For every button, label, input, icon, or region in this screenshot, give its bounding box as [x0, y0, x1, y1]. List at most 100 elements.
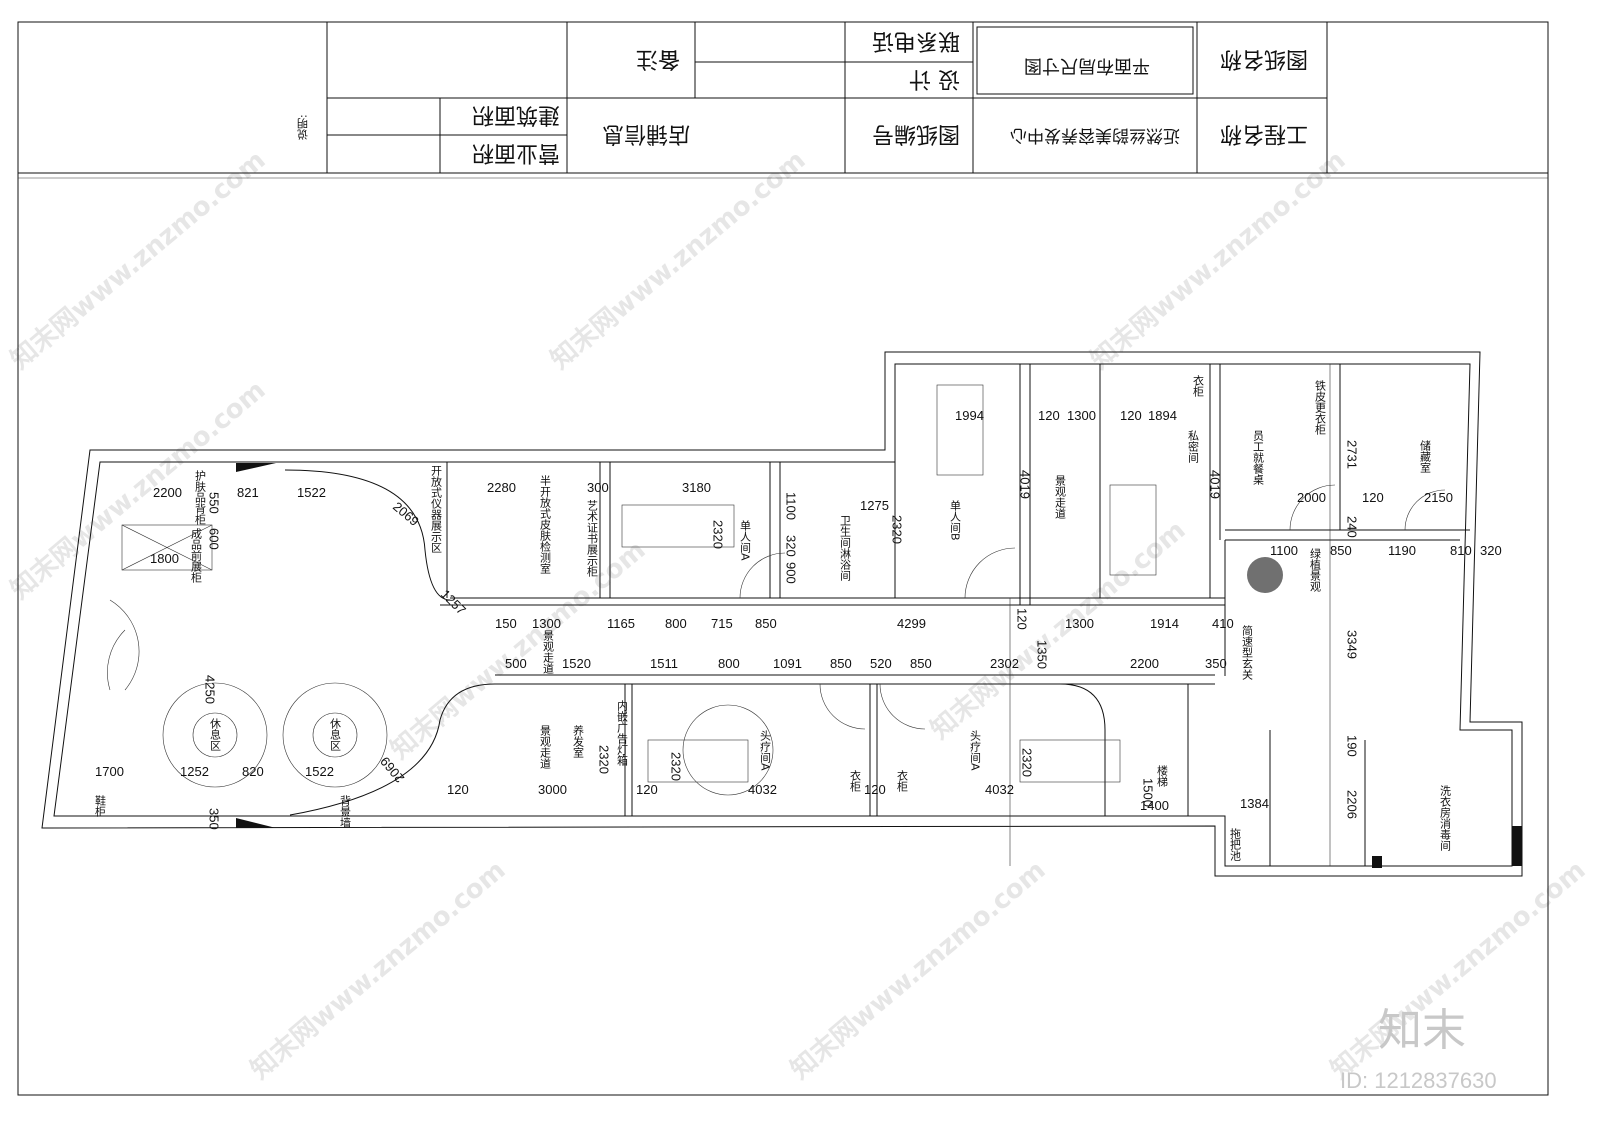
dimension: 850	[755, 616, 777, 631]
room-label: 开放式仪器展示区	[430, 465, 443, 553]
room-label: 简速型玄关	[1241, 624, 1254, 681]
drawing-number-label: 图纸编号	[872, 121, 960, 146]
dimension: 240	[1345, 516, 1360, 538]
dimension: 4019	[1208, 470, 1223, 499]
watermark: 知末网www.znzmo.com	[1085, 145, 1351, 375]
dimension: 2200	[1130, 656, 1159, 671]
dimension: 120	[1015, 608, 1030, 630]
dimension: 1300	[1067, 408, 1096, 423]
room-label: 护肤品背柜	[194, 469, 207, 526]
dimension: 120	[636, 782, 658, 797]
room-label: 单人间A	[739, 520, 752, 561]
dimension: 850	[910, 656, 932, 671]
dimension: 600	[207, 528, 222, 550]
building-area-label: 建筑面积	[472, 102, 560, 127]
dimension: 320	[1480, 543, 1502, 558]
dimension: 1165	[607, 616, 635, 631]
dimension: 3000	[538, 782, 567, 797]
room-label: 内嵌广告灯箱	[616, 699, 629, 767]
dimension: 4032	[748, 782, 777, 797]
dimension: 1275	[860, 498, 889, 513]
dimension: 1520	[562, 656, 591, 671]
walls	[41, 351, 1523, 877]
dimension: 320	[784, 535, 799, 557]
dimension: 2302	[990, 656, 1019, 671]
dimension: 120	[447, 782, 469, 797]
dimension: 150	[495, 616, 517, 631]
dimension: 410	[1212, 616, 1234, 631]
room-label: 成品前展柜	[190, 528, 203, 584]
dimension: 4019	[1018, 470, 1033, 499]
dimension: 1500	[1141, 778, 1156, 807]
dimension: 1994	[955, 408, 984, 423]
room-label: 养发室	[572, 724, 585, 758]
dimension: 1350	[1035, 640, 1050, 669]
dimension: 2320	[669, 752, 684, 781]
dimension: 1100	[1270, 543, 1298, 558]
dimension: 1190	[1388, 543, 1416, 558]
drawing-name-label: 图纸名称	[1220, 46, 1308, 71]
dimension: 821	[237, 485, 259, 500]
title-block: 图纸名称 平面布局尺寸图 工程名称 近然丝韵美容养发中心 联系电话 设 计 图纸…	[18, 22, 1548, 179]
room-label: 艺术证书展示柜	[586, 500, 599, 578]
dimension: 2150	[1424, 490, 1453, 505]
dimension: 1400	[1140, 798, 1169, 813]
image-id: ID: 1212837630	[1340, 1068, 1497, 1093]
room-label: 储藏室	[1419, 439, 1432, 473]
dimension: 900	[784, 562, 799, 584]
business-area-label: 营业面积	[472, 140, 560, 165]
room-label: 拖把池	[1229, 827, 1242, 861]
room-label: 景观走道	[539, 725, 552, 769]
room-label: 休息区	[209, 718, 222, 751]
shop-info-label: 店铺信息	[602, 121, 690, 146]
room-label: 景观走道	[542, 630, 555, 674]
room-label: 头疗间A	[759, 730, 772, 771]
brand-logo: 知末	[1378, 1005, 1466, 1056]
dimension: 1300	[1065, 616, 1094, 631]
dimension: 850	[830, 656, 852, 671]
dimension: 715	[711, 616, 733, 631]
dimension: 3180	[682, 480, 711, 495]
dimension: 850	[1330, 543, 1352, 558]
dimension: 800	[718, 656, 740, 671]
project-name: 近然丝韵美容养发中心	[1010, 125, 1180, 145]
drawing-name: 平面布局尺寸图	[1024, 55, 1150, 76]
dimension: 4032	[985, 782, 1014, 797]
dimension: 350	[207, 808, 222, 830]
dimension: 1091	[773, 656, 802, 671]
room-label: 私密间	[1187, 430, 1200, 464]
watermark: 知末网www.znzmo.com	[385, 535, 651, 765]
room-label: 半开放式皮肤检测室	[539, 474, 552, 574]
dimension: 190	[1345, 735, 1360, 757]
room-label: 头疗间A	[969, 730, 982, 771]
dimension: 4299	[897, 616, 926, 631]
designer-label: 设 计	[909, 66, 960, 91]
dimension: 1700	[95, 764, 124, 779]
dimension: 2206	[1345, 790, 1360, 819]
dimension: 1511	[650, 656, 678, 671]
dimension: 2320	[711, 520, 726, 549]
dimension: 1384	[1240, 796, 1269, 811]
dimension: 550	[207, 492, 222, 514]
watermark: 知末网www.znzmo.com	[5, 145, 271, 375]
dimension: 1522	[297, 485, 326, 500]
project-name-label: 工程名称	[1220, 121, 1308, 146]
room-label: 衣柜	[1192, 374, 1205, 398]
dimension: 820	[242, 764, 264, 779]
dimension: 2000	[1297, 490, 1326, 505]
dimension: 1100	[784, 492, 799, 520]
room-label: 鞋柜	[94, 794, 107, 818]
dimension: 3349	[1345, 630, 1360, 659]
dimension: 2069	[390, 499, 422, 529]
room-labels: 护肤品背柜 开放式仪器展示区 成品前展柜 休息区 休息区 鞋柜 背景墙 半开放式…	[94, 374, 1452, 861]
dimension: 2731	[1345, 440, 1360, 469]
dimension: 500	[505, 656, 527, 671]
room-label: 背景墙	[339, 794, 352, 829]
room-label: 洗衣房消毒间	[1439, 785, 1452, 852]
room-label: 绿植景观	[1309, 547, 1322, 592]
dimension: 800	[665, 616, 687, 631]
room-label: 单人间B	[949, 500, 962, 541]
room-label: 铁皮更衣柜	[1314, 380, 1327, 436]
dimension: 2200	[153, 485, 182, 500]
